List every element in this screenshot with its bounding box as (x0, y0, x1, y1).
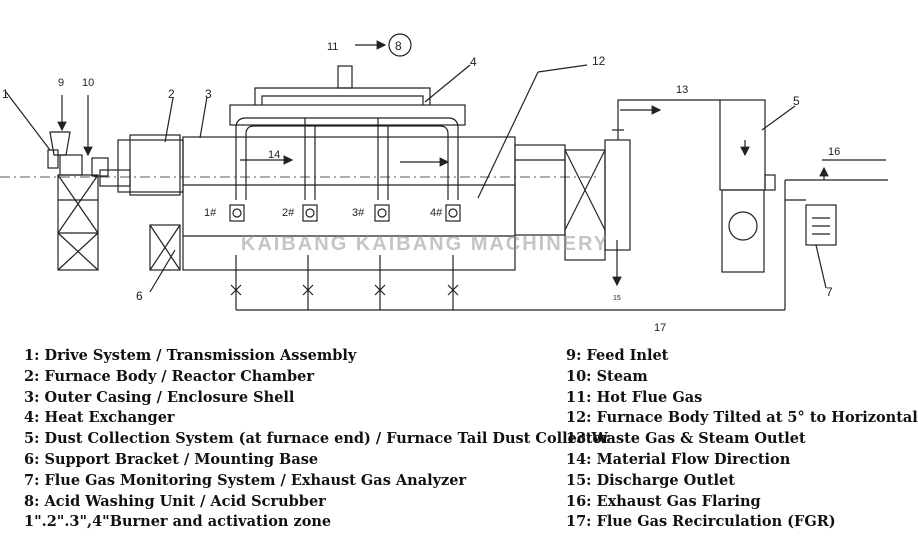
legend-item: 15: Discharge Outlet (566, 471, 735, 489)
legend-item: 14: Material Flow Direction (566, 450, 791, 468)
legend-item: 9: Feed Inlet (566, 347, 669, 364)
label-17: 17 (654, 322, 666, 334)
label-4: 4 (470, 55, 477, 69)
heat-exchanger (229, 65, 466, 200)
label-3: 3 (205, 87, 212, 101)
label-15: 15 (613, 295, 621, 302)
label-11: 11 (327, 41, 338, 53)
legend-item: 12: Furnace Body Tilted at 5° to Horizon… (566, 409, 918, 427)
support-bracket (149, 224, 181, 271)
label-10: 10 (82, 77, 94, 89)
label-2: 2 (168, 87, 175, 101)
label-5: 5 (793, 94, 800, 108)
furnace-body (99, 134, 184, 196)
flue-gas-analyzer (805, 204, 837, 246)
gas-recirculation-line (230, 166, 888, 311)
legend-item: 16: Exhaust Gas Flaring (566, 492, 761, 510)
label-8: 8 (395, 39, 402, 53)
legend-item: 13:Waste Gas & Steam Outlet (566, 430, 806, 448)
legend-right: 9: Feed Inlet 10: Steam 11: Hot Flue Gas… (566, 346, 918, 533)
label-16: 16 (828, 146, 840, 158)
legend-item: 3: Outer Casing / Enclosure Shell (24, 388, 295, 406)
legend-item: 11: Hot Flue Gas (566, 388, 703, 406)
legend-item: 5: Dust Collection System (at furnace en… (24, 430, 610, 448)
label-13: 13 (676, 84, 688, 96)
label-7: 7 (826, 285, 833, 299)
drive-system (47, 131, 109, 271)
legend-item: 1: Drive System / Transmission Assembly (24, 347, 357, 364)
legend-item: 4: Heat Exchanger (24, 409, 175, 427)
legend-item: 1".2".3",4"Burner and activation zone (24, 513, 332, 531)
legend-item: 10: Steam (566, 367, 648, 385)
legend-item: 17: Flue Gas Recirculation (FGR) (566, 513, 836, 531)
burner-label-3: 3# (352, 207, 365, 219)
burner-label-2: 2# (282, 207, 295, 219)
dust-collector (617, 99, 776, 273)
outer-casing (182, 129, 631, 271)
legend-item: 6: Support Bracket / Mounting Base (24, 450, 319, 468)
label-9: 9 (58, 77, 64, 89)
acid-scrubber (355, 33, 412, 57)
label-1: 1 (2, 87, 9, 101)
legend-item: 7: Flue Gas Monitoring System / Exhaust … (24, 471, 467, 489)
legend-left: 1: Drive System / Transmission Assembly … (24, 346, 610, 533)
legend-item: 2: Furnace Body / Reactor Chamber (24, 367, 315, 385)
burners (229, 204, 461, 222)
label-12: 12 (592, 54, 606, 68)
legend-item: 8: Acid Washing Unit / Acid Scrubber (24, 492, 326, 510)
burner-label-1: 1# (204, 207, 217, 219)
label-6: 6 (136, 289, 143, 303)
burner-label-4: 4# (430, 207, 443, 219)
label-14: 14 (268, 149, 280, 161)
kiln-schematic: 1 2 3 4 5 6 7 8 9 10 11 12 13 14 15 16 1… (0, 33, 888, 334)
